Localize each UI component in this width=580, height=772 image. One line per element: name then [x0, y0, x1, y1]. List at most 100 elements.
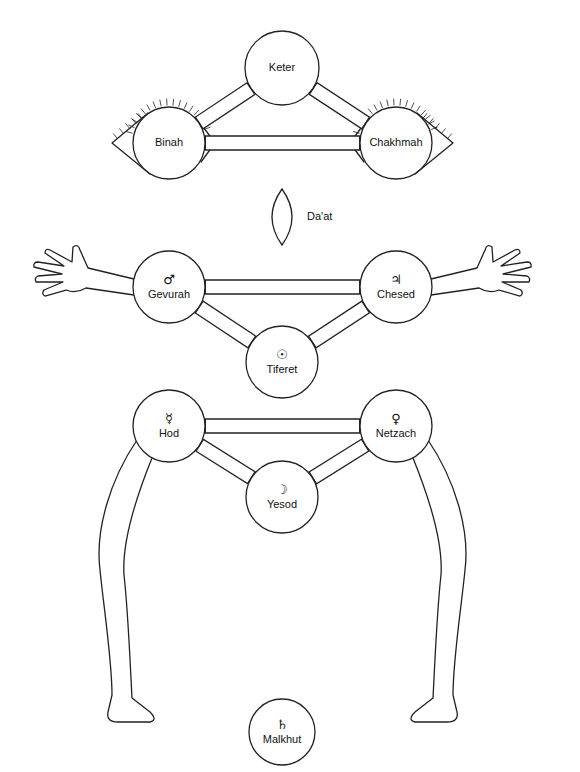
planet-symbol: ♃: [390, 273, 402, 287]
arm-line: [431, 268, 479, 295]
eyelash: [380, 102, 382, 108]
eyelash: [184, 103, 186, 108]
eyelash: [441, 129, 445, 134]
planet-symbol: ☿: [165, 412, 173, 426]
sephirah-name: Chesed: [377, 288, 415, 301]
sephirah-name: Chakhmah: [369, 136, 422, 149]
sephirah-circle: ♂Gevurah: [132, 250, 206, 324]
eyelash: [387, 100, 388, 106]
left-limbs: [34, 113, 215, 722]
eyelash: [194, 110, 198, 114]
path-band: [205, 419, 359, 433]
path-band: [309, 83, 369, 129]
sephirah-name: Yesod: [267, 498, 297, 511]
text-stack: Keter: [244, 30, 320, 106]
path-band: [309, 301, 370, 348]
eyelash: [138, 113, 142, 118]
eyelash: [448, 134, 452, 139]
eyelash: [411, 103, 413, 108]
path-band: [205, 280, 359, 294]
eyelash: [368, 109, 372, 114]
sephirah-circle: ☉Tiferet: [245, 325, 319, 399]
eyelash: [426, 115, 431, 119]
circle-shape: [245, 31, 319, 105]
hand: [34, 246, 88, 296]
eyelash: [120, 129, 124, 134]
sephirah-name: Keter: [269, 61, 295, 74]
text-stack: ♀Netzach: [359, 389, 433, 463]
eyelash: [374, 105, 377, 110]
sephirah-name: Da'at: [307, 210, 332, 223]
sephirah-name: Binah: [155, 136, 183, 149]
eyelash: [126, 124, 130, 129]
text-stack: Da'at: [301, 188, 332, 246]
eyelash: [190, 106, 193, 111]
text-stack: ☉Tiferet: [245, 325, 319, 399]
sephirah-circle: ♄Malkhut: [248, 698, 316, 766]
eyelash: [417, 106, 420, 111]
circle-shape: [249, 699, 315, 765]
eyelash: [129, 125, 134, 127]
path-band: [196, 439, 255, 483]
sephirah-circle: ☽Yesod: [245, 460, 319, 534]
eyelash: [126, 132, 132, 134]
sephirah-name: Malkhut: [263, 733, 302, 746]
text-stack: ☽Yesod: [245, 460, 319, 534]
planet-symbol: ☽: [276, 483, 288, 497]
eyelash: [114, 134, 118, 139]
eyelash: [153, 102, 155, 108]
sephirah-circle: Binah: [132, 106, 206, 180]
text-stack: Binah: [132, 106, 206, 180]
eyelash: [166, 99, 167, 105]
sephirah-circle: ♃Chesed: [359, 250, 433, 324]
sephirah-circle: ♀Netzach: [359, 389, 433, 463]
path-band: [205, 136, 359, 150]
sephirah-name: Hod: [159, 427, 179, 440]
eyelash: [160, 100, 161, 106]
sephirah-circle: Chakhmah: [359, 106, 433, 180]
eyelash: [406, 100, 408, 106]
path-band: [195, 83, 254, 129]
circle-shape: [133, 390, 205, 462]
text-stack: Chakhmah: [359, 106, 433, 180]
circle-shape: [360, 251, 432, 323]
arm-line: [86, 268, 134, 295]
circle-shape: [246, 326, 318, 398]
text-stack: ☿Hod: [132, 389, 206, 463]
leg: [411, 440, 466, 722]
eyelash: [429, 119, 433, 124]
leg: [99, 440, 154, 722]
eyelash: [141, 109, 145, 114]
sephirah-circle: Keter: [244, 30, 320, 106]
planet-symbol: ♀: [391, 412, 401, 426]
eyelash: [132, 119, 136, 124]
vesica-shape: [272, 189, 292, 245]
circle-shape: [133, 107, 205, 179]
eyelash: [132, 119, 137, 122]
vesica-outline: [263, 188, 301, 246]
planet-symbol: ♂: [163, 273, 175, 287]
sephirah-name: Gevurah: [148, 288, 190, 301]
circle-shape: [246, 461, 318, 533]
eyelash: [353, 132, 359, 134]
eyelash: [179, 100, 181, 106]
path-band: [309, 439, 369, 483]
eyelash: [393, 99, 394, 105]
eyelash: [147, 105, 150, 110]
right-limbs: [350, 113, 531, 722]
sephirah-name: Netzach: [376, 427, 416, 440]
eyelash: [421, 110, 425, 114]
circle-shape: [133, 251, 205, 323]
eyelash: [172, 99, 174, 105]
circle-shape: [360, 390, 432, 462]
text-stack: ♄Malkhut: [248, 698, 316, 766]
sephirah-name: Tiferet: [267, 363, 298, 376]
hand: [477, 246, 531, 296]
planet-symbol: ♄: [276, 718, 288, 732]
path-band: [195, 301, 255, 347]
eyelash: [423, 113, 427, 118]
planet-symbol: ☉: [276, 348, 288, 362]
text-stack: ♂Gevurah: [132, 250, 206, 324]
sephirah-circle: ☿Hod: [132, 389, 206, 463]
